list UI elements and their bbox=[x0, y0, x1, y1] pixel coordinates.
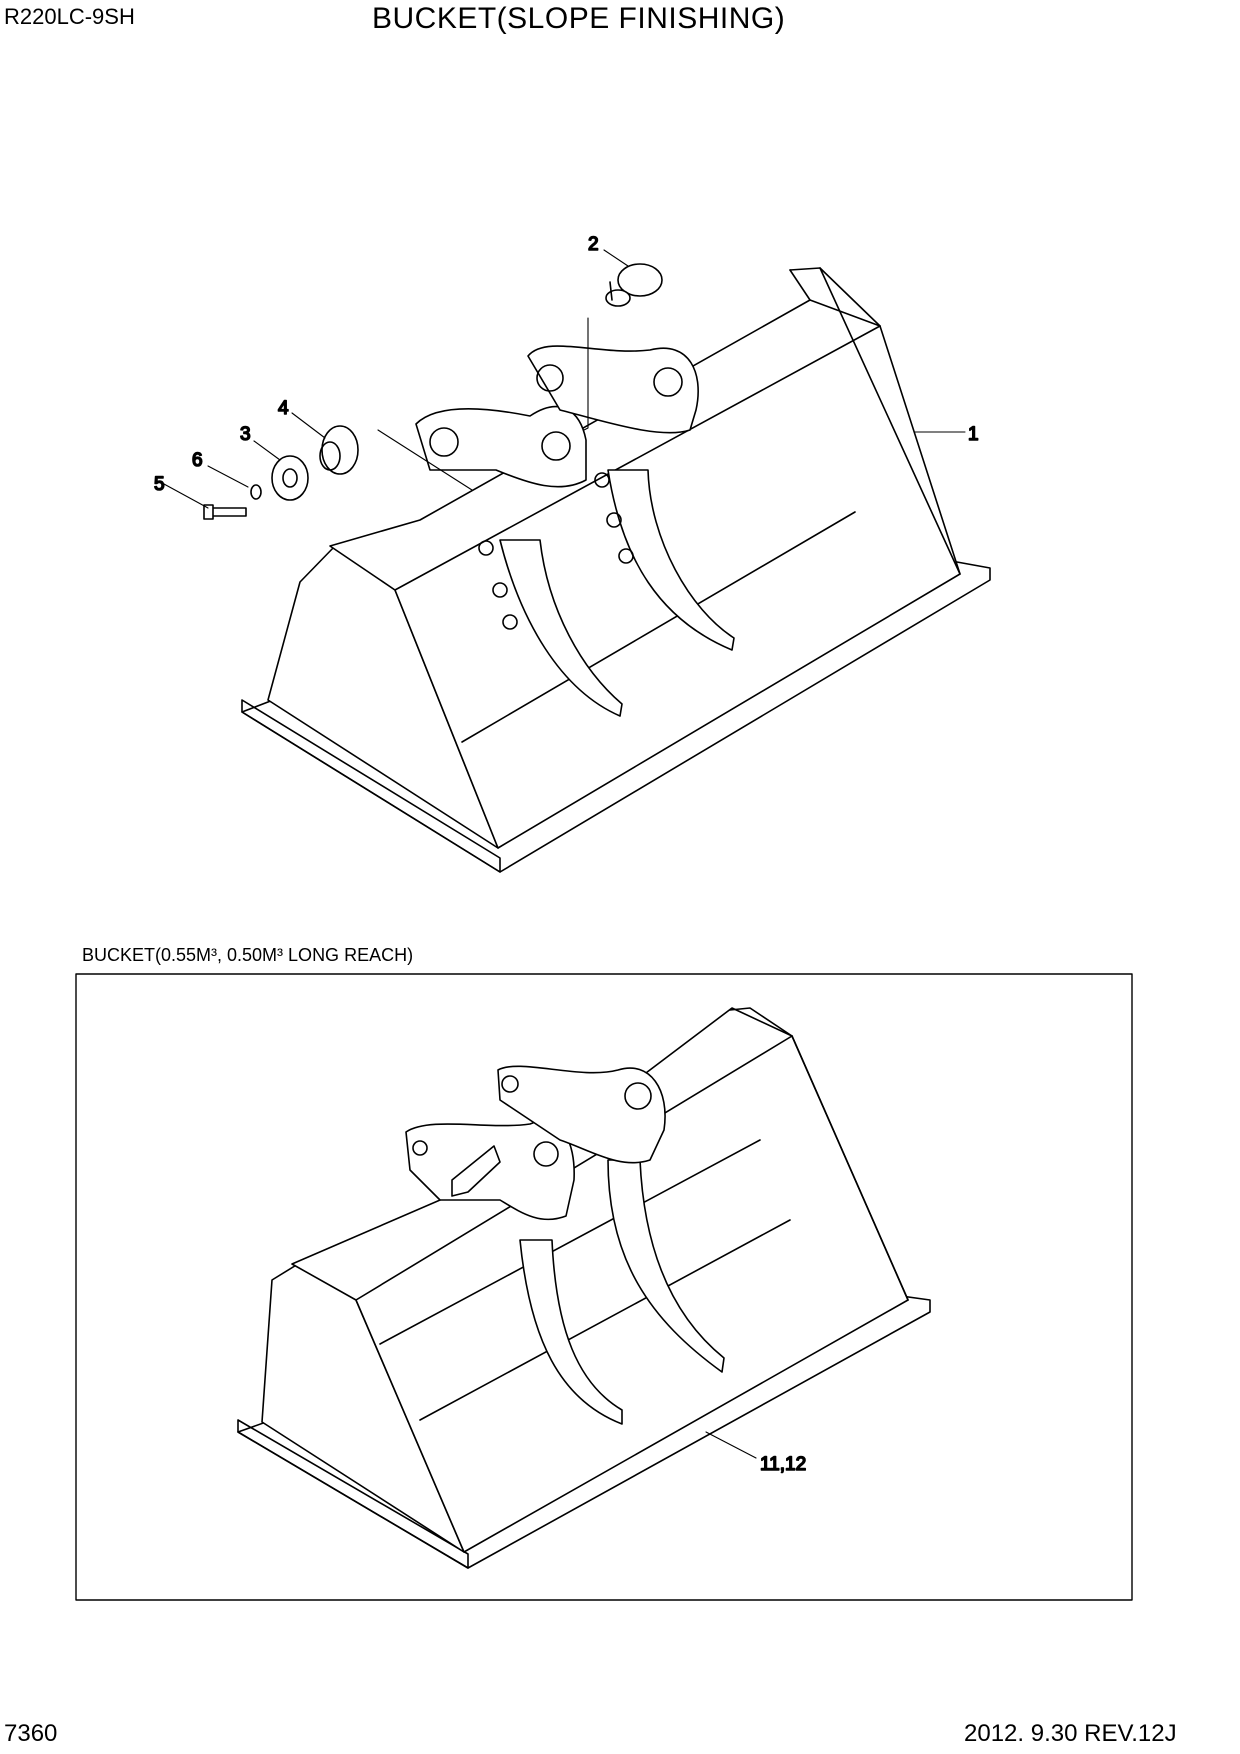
revision-date: 2012. 9.30 REV.12J bbox=[964, 1720, 1177, 1747]
callout-11-12: 11,12 bbox=[760, 1454, 806, 1475]
bolt-5 bbox=[203, 504, 247, 520]
bucket-body-lower bbox=[237, 1007, 931, 1569]
washer-6 bbox=[250, 484, 262, 500]
diagram-frame bbox=[75, 973, 1133, 1601]
callout-6: 6 bbox=[192, 450, 203, 471]
page-number: 7360 bbox=[4, 1720, 58, 1747]
leader-lines-upper bbox=[163, 249, 966, 509]
callout-5: 5 bbox=[154, 474, 165, 495]
section-title: BUCKET(0.55M³, 0.50M³ LONG REACH) bbox=[82, 945, 414, 965]
bucket-body-upper bbox=[241, 267, 991, 873]
washer-4 bbox=[319, 425, 359, 475]
plate-3 bbox=[271, 455, 309, 501]
callout-4: 4 bbox=[278, 398, 289, 419]
leader-lines-lower bbox=[705, 1431, 757, 1459]
model-number: R220LC-9SH bbox=[4, 4, 135, 29]
page-title: BUCKET(SLOPE FINISHING) bbox=[372, 2, 786, 35]
callout-2: 2 bbox=[588, 234, 599, 255]
pin-bushing bbox=[605, 263, 663, 307]
callout-3: 3 bbox=[240, 424, 251, 445]
callout-1: 1 bbox=[968, 424, 979, 445]
